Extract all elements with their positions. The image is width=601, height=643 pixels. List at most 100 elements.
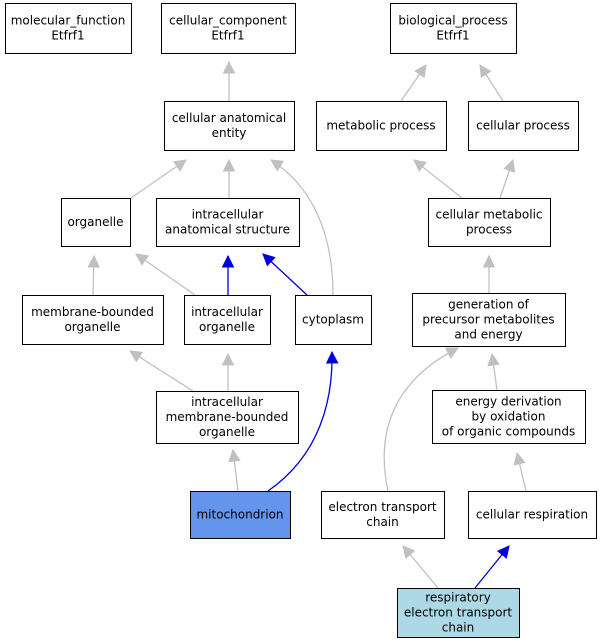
edge-line — [267, 351, 333, 492]
arrowhead — [503, 158, 516, 173]
edge-cellular_metabolic_process-to-cellular_process — [499, 158, 516, 199]
arrowhead — [513, 451, 526, 466]
node-metabolic-process[interactable]: metabolic process — [316, 101, 447, 151]
edge-intracellular_membrane_bounded_organelle-to-membrane_bounded_organelle — [129, 350, 194, 392]
node-label: entity — [212, 126, 247, 140]
edge-cellular_metabolic_process-to-metabolic_process — [413, 159, 463, 199]
arrowhead — [414, 64, 427, 79]
node-label: respiratory — [425, 591, 491, 605]
node-label: organelle — [199, 425, 255, 439]
node-box — [156, 391, 299, 444]
node-label: electron transport — [328, 500, 437, 514]
edge-line — [383, 347, 459, 492]
node-box — [468, 491, 597, 539]
edge-intracellular_organelle-to-organelle — [135, 253, 196, 296]
arrowhead — [221, 254, 235, 268]
node-label: biological_process — [398, 14, 507, 28]
node-box — [22, 295, 164, 345]
node-label: process — [466, 223, 512, 237]
node-label: organelle — [67, 215, 123, 229]
node-box — [164, 101, 295, 151]
node-label: by oxidation — [472, 410, 546, 424]
edge-line — [135, 253, 196, 296]
node-label: cellular_component — [169, 14, 287, 28]
edge-cytoplasm-to-cellular_anatomical_entity — [270, 159, 334, 296]
node-label: organelle — [64, 320, 120, 334]
node-box — [295, 295, 372, 345]
node-box — [428, 198, 551, 247]
node-label: metabolic process — [326, 119, 435, 133]
edge-mitochondrion-to-cytoplasm — [267, 350, 339, 492]
edge-cellular_respiration-to-energy_derivation — [513, 451, 527, 492]
edge-energy_derivation-to-generation_of_precursor — [487, 352, 500, 391]
node-box — [161, 3, 296, 54]
node-box — [468, 101, 579, 151]
arrowhead — [222, 60, 236, 74]
node-label: molecular_function — [11, 14, 126, 28]
node-label: chain — [442, 621, 475, 635]
node-cytoplasm[interactable]: cytoplasm — [295, 295, 372, 345]
arrowhead — [444, 347, 459, 359]
node-box — [5, 3, 132, 54]
node-box — [190, 491, 291, 539]
arrowhead — [221, 352, 235, 366]
edge-line — [129, 350, 194, 392]
arrowhead — [496, 545, 510, 559]
node-box — [316, 101, 447, 151]
edge-membrane_bounded_organelle-to-organelle — [87, 254, 100, 296]
arrowhead — [402, 545, 416, 559]
edge-respiratory_electron_transport_chain-to-electron_transport_chain — [402, 545, 439, 589]
node-label: Etfrf1 — [211, 29, 244, 43]
node-label: membrane-bounded — [31, 305, 154, 319]
edge-cellular_anatomical_entity-to-cellular_component — [222, 60, 236, 101]
node-label: of organic compounds — [442, 425, 575, 439]
node-label: cytoplasm — [302, 313, 364, 327]
node-box — [390, 3, 517, 54]
node-label: energy derivation — [455, 395, 561, 409]
node-label: cellular respiration — [476, 508, 588, 522]
arrowhead — [479, 64, 492, 79]
arrowhead — [87, 254, 100, 268]
arrowhead — [172, 159, 187, 172]
edge-organelle-to-cellular_anatomical_entity — [130, 159, 187, 199]
node-mitochondrion[interactable]: mitochondrion — [190, 491, 291, 539]
node-box — [61, 198, 131, 247]
arrowhead — [487, 352, 500, 367]
node-organelle[interactable]: organelle — [61, 198, 131, 247]
edge-metabolic_process-to-biological_process — [400, 64, 427, 102]
node-label: intracellular — [191, 305, 263, 319]
arrowhead — [413, 159, 427, 173]
node-box — [412, 293, 566, 347]
arrowhead — [129, 350, 144, 363]
nodes-layer: molecular_functionEtfrf1cellular_compone… — [5, 3, 597, 638]
node-label: electron transport — [404, 606, 513, 620]
arrowhead — [482, 254, 496, 268]
edge-mitochondrion-to-intracellular_membrane_bounded_organelle — [228, 448, 241, 492]
node-label: Etfrf1 — [436, 29, 469, 43]
node-label: cellular process — [476, 119, 570, 133]
node-cellular-process[interactable]: cellular process — [468, 101, 579, 151]
arrowhead — [222, 158, 236, 172]
arrowhead — [270, 159, 285, 172]
node-label: precursor metabolites — [422, 313, 554, 327]
node-box — [432, 390, 586, 444]
node-label: anatomical structure — [165, 223, 290, 237]
edge-generation_of_precursor-to-cellular_metabolic_process — [482, 254, 496, 293]
edge-intracellular_anatomical_structure-to-cellular_anatomical_entity — [222, 158, 236, 198]
node-cellular-respiration[interactable]: cellular respiration — [468, 491, 597, 539]
node-label: cellular metabolic — [435, 208, 542, 222]
node-label: chain — [366, 515, 399, 529]
